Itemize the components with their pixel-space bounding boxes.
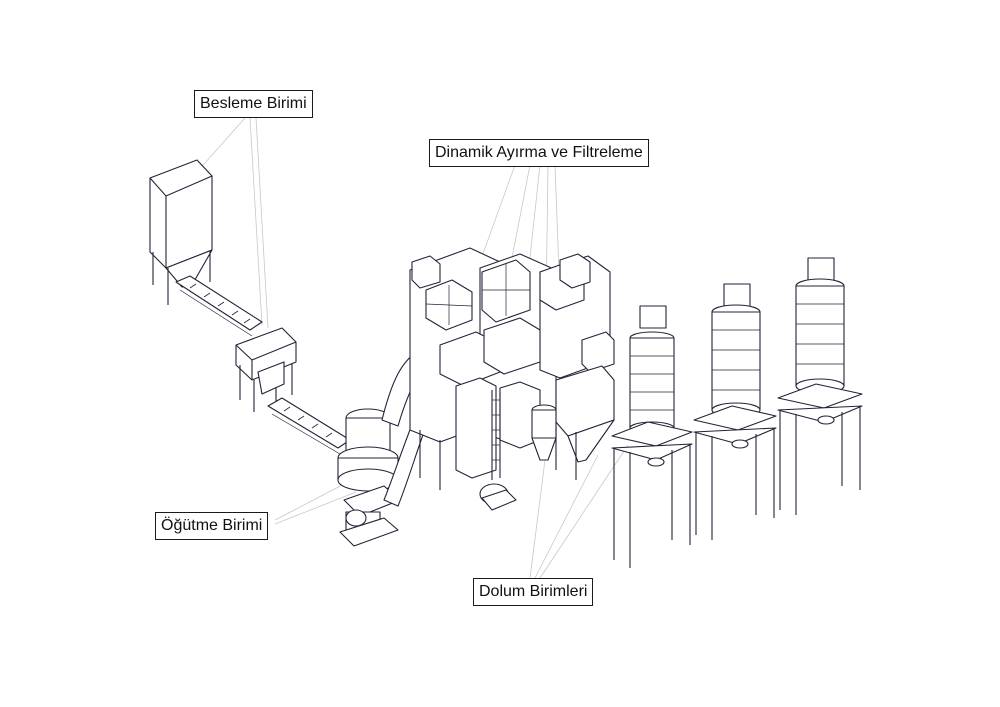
filling-silo-1	[611, 305, 693, 568]
label-separation-filtration: Dinamik Ayırma ve Filtreleme	[429, 139, 649, 167]
label-filling-units: Dolum Birimleri	[473, 578, 594, 606]
feeding-conveyor-1	[175, 275, 263, 337]
feeding-hopper	[149, 159, 213, 305]
grinding-mill	[337, 337, 443, 547]
separation-filtration-structure	[409, 247, 615, 511]
label-grinding-unit: Öğütme Birimi	[155, 512, 269, 540]
feeding-conveyor-2	[267, 397, 351, 455]
feeding-frame	[235, 327, 297, 412]
leader-lines	[187, 117, 629, 579]
label-feeding-unit: Besleme Birimi	[194, 90, 313, 118]
filling-silo-2	[693, 283, 777, 540]
filling-silo-3	[777, 257, 863, 515]
